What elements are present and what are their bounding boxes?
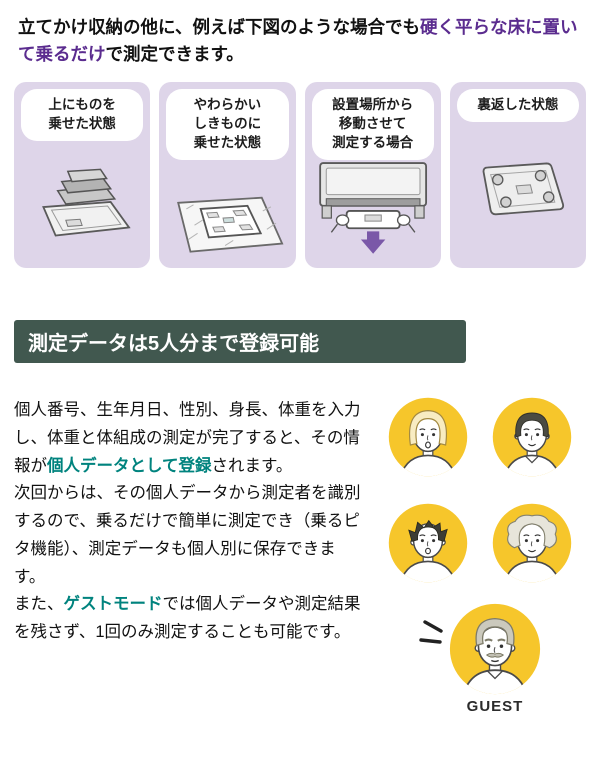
scale-pulled-out-icon [312,160,434,262]
intro-highlight: 硬く平らな床に置いて乗るだけ [18,17,578,65]
case-card-items-on-top: 上にものを 乗せた状態 [14,82,151,269]
paragraph-2: 次回からは、その個人データから測定者を識別するので、乗るだけで簡単に測定でき（乗… [14,480,366,591]
p3-tail: では個人データや測定結果を残さず、1回のみ測定することも可能です。 [14,595,361,641]
intro-text: 立てかけ収納の他に、例えば下図のような場合でも硬く平らな床に置いて乗るだけで測定… [18,14,582,68]
case-cards: 上にものを 乗せた状態 やわらかい しきものに 乗せた状態 [14,82,586,269]
p1-text: 個人番号、生年月日、性別、身長、体重を入力し、体重と体組成の測定が完了すると、そ… [14,401,361,475]
intro-part2: で測定できます。 [105,44,244,65]
case-card-soft-mat: やわらかい しきものに 乗せた状態 [159,82,296,269]
guest-row: GUEST [374,603,586,715]
avatar-grid [374,397,586,583]
section-title: 測定データは5人分まで登録可能 [28,333,320,356]
guest-avatar-block: GUEST [449,603,541,715]
avatar-boy [388,503,468,583]
avatar-older-woman [492,503,572,583]
scale-with-items-icon [21,141,143,261]
p1-tail: されます。 [211,456,293,475]
case-label: 上にものを 乗せた状態 [21,89,144,142]
case-card-move-to-measure: 設置場所から 移動させて 測定する場合 [304,82,441,269]
p3-highlight: ゲストモード [63,595,163,614]
avatars: GUEST [366,397,586,715]
avatar-guest-icon [449,604,541,695]
paragraph-3: また、ゲストモードでは個人データや測定結果を残さず、1回のみ測定することも可能で… [14,591,366,646]
paragraph-1: 個人番号、生年月日、性別、身長、体重を入力し、体重と体組成の測定が完了すると、そ… [14,397,366,480]
case-card-upside-down: 裏返した状態 [449,82,586,269]
case-label: やわらかい しきものに 乗せた状態 [166,89,289,160]
p1-highlight: 個人データとして登録 [47,456,212,475]
p3-text: また、 [14,595,64,614]
intro-part1: 立てかけ収納の他に、例えば下図のような場合でも [18,17,420,37]
case-label: 裏返した状態 [456,89,579,123]
description-text: 個人番号、生年月日、性別、身長、体重を入力し、体重と体組成の測定が完了すると、そ… [14,397,366,715]
guest-label: GUEST [466,698,524,716]
scale-upside-down-icon [457,122,579,261]
case-label: 設置場所から 移動させて 測定する場合 [311,89,434,160]
section-title-bar: 測定データは5人分まで登録可能 [14,320,466,364]
main-content: 個人番号、生年月日、性別、身長、体重を入力し、体重と体組成の測定が完了すると、そ… [14,397,586,715]
avatar-woman [388,397,468,477]
avatar-man [492,397,572,477]
scale-on-soft-mat-icon [166,160,288,262]
p2-text: 次回からは、その個人データから測定者を識別するので、乗るだけで簡単に測定でき（乗… [14,484,361,586]
emphasis-marks-icon [419,603,449,658]
